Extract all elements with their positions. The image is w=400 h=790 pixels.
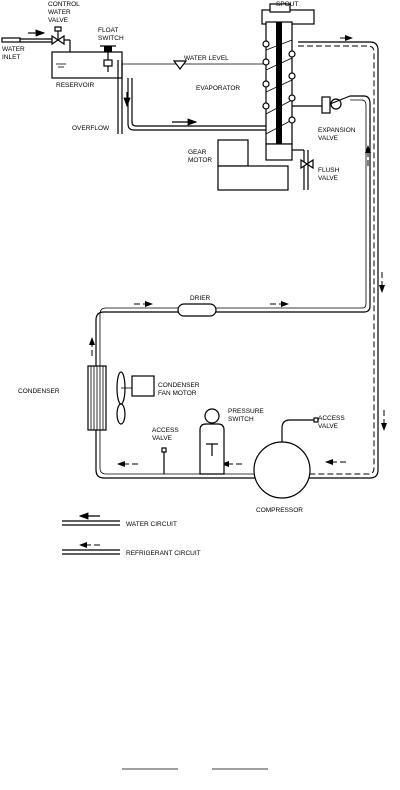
control-water-valve-label: CONTROL WATER VALVE <box>48 1 81 24</box>
pressure-switch-label: PRESSURE SWITCH <box>228 408 266 423</box>
legend-refrigerant-circuit-label: REFRIGERANT CIRCUIT <box>126 550 201 557</box>
drier <box>177 303 217 317</box>
float-switch <box>100 45 116 72</box>
condenser-fan <box>116 371 155 425</box>
access-valve-left <box>161 447 167 474</box>
legend-water-circuit-label: WATER CIRCUIT <box>126 521 177 528</box>
condenser-fan-motor-label: CONDENSER FAN MOTOR <box>158 382 201 397</box>
reservoir <box>51 51 290 79</box>
control-water-valve <box>51 26 71 52</box>
float-switch-label: FLOAT SWITCH <box>98 27 124 42</box>
water-level-marker <box>172 60 188 70</box>
overflow-tube <box>117 60 131 134</box>
compressor-label: COMPRESSOR <box>256 507 303 514</box>
reservoir-label: RESERVOIR <box>56 82 94 89</box>
expansion-valve <box>292 95 351 114</box>
flush-valve-line <box>292 149 314 190</box>
spout-label: SPOUT <box>276 1 298 8</box>
gear-motor <box>217 139 293 191</box>
access-valve-right-label: ACCESS VALVE <box>318 415 347 430</box>
evaporator-label: EVAPORATOR <box>196 85 240 92</box>
legend-refrigerant-circuit <box>62 542 120 555</box>
drier-label: DRIER <box>190 295 211 302</box>
suction-line <box>95 430 256 479</box>
water-inlet-line <box>1 29 52 43</box>
gear-motor-label: GEAR MOTOR <box>188 149 212 164</box>
flush-valve-label: FLUSH VALVE <box>318 167 341 182</box>
expansion-valve-label: EXPANSION VALVE <box>318 127 357 142</box>
legend-water-circuit <box>62 512 120 526</box>
overflow-label: OVERFLOW <box>72 125 110 132</box>
evaporator <box>262 21 296 145</box>
water-supply-line <box>127 78 266 131</box>
water-level-label: WATER LEVEL <box>184 55 229 62</box>
liquid-line <box>89 95 371 366</box>
refrigerant-outer-loop <box>298 35 387 479</box>
compressor <box>253 417 319 499</box>
condenser-label: CONDENSER <box>18 388 60 395</box>
condenser-coil <box>87 365 107 431</box>
water-inlet-label: WATER INLET <box>2 46 27 61</box>
access-valve-left-label: ACCESS VALVE <box>152 427 181 442</box>
pressure-switch <box>199 408 225 475</box>
